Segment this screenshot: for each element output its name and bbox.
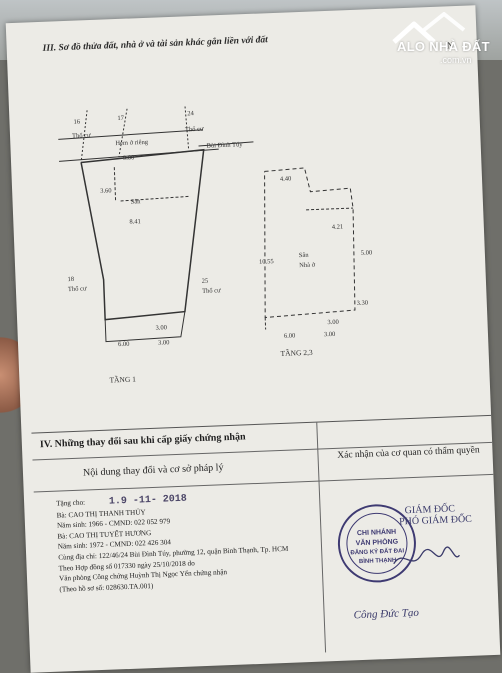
- dim-6-b: 6.00: [284, 332, 296, 339]
- area2-label-san: Sân: [299, 252, 309, 259]
- lot-25-label: 25: [202, 278, 209, 285]
- dim-6-a: 6.00: [118, 341, 130, 348]
- column-divider: [316, 423, 326, 653]
- floor-1-label: TẦNG 1: [109, 375, 136, 385]
- floor-2-3-label: TẦNG 2,3: [280, 348, 312, 358]
- floor1-outline: [81, 150, 210, 321]
- dim-3-b: 3.00: [158, 339, 170, 346]
- land-use-label-1: Thổ cư: [72, 132, 91, 140]
- change-content: Tặng cho: 1.9 -11- 2018 Bà: CAO THỊ THAN…: [56, 489, 320, 595]
- inner-line-2: [114, 167, 115, 201]
- alley-label: Hẻm ở riêng: [115, 139, 148, 147]
- section-3-title: III. Sơ đồ thửa đất, nhà ở và tài sản kh…: [43, 35, 268, 54]
- land-plot-diagram: [57, 97, 447, 371]
- dim-3-30: 3.30: [357, 300, 369, 307]
- dim-10-55: 10.55: [259, 258, 274, 266]
- column-1-header: Nội dung thay đổi và cơ sở pháp lý: [83, 462, 224, 478]
- section-4-title: IV. Những thay đổi sau khi cấp giấy chứn…: [40, 431, 246, 450]
- lot-18-label: 18: [67, 276, 74, 283]
- area2-label: Nhà ở: [299, 262, 315, 270]
- floor2-outline: [260, 166, 358, 317]
- signer-name: Công Đức Tạo: [353, 607, 419, 621]
- watermark-domain: .com.vn: [440, 55, 472, 65]
- land-use-label-4: Thổ cư: [202, 287, 221, 295]
- dim-9: 9.00: [123, 154, 135, 161]
- lot-16-label: 16: [73, 118, 80, 125]
- lot-24-label: 24: [187, 110, 194, 117]
- dim-3-a: 3.00: [155, 324, 167, 331]
- dim-3-60: 3.60: [100, 187, 112, 194]
- signature-scribble: [391, 541, 462, 574]
- road-label: Bùi Đình Túy: [206, 141, 242, 149]
- signature-title-2: PHÓ GIÁM ĐỐC: [399, 514, 472, 528]
- dim-4-40: 4.40: [280, 175, 292, 182]
- floor2-inner: [306, 208, 353, 210]
- lot-17-label: 17: [117, 115, 124, 122]
- dim-3-c: 3.00: [327, 319, 339, 326]
- area-label: Sân: [131, 198, 141, 205]
- watermark-brand: ALO NHÀ ĐẤT: [397, 39, 490, 54]
- dim-5-00: 5.00: [361, 249, 373, 256]
- dim-4-21: 4.21: [332, 223, 344, 230]
- section-4-table: IV. Những thay đổi sau khi cấp giấy chứn…: [31, 415, 500, 663]
- dim-8-41: 8.41: [129, 218, 141, 225]
- seal-line-1: CHI NHÁNH: [357, 527, 397, 538]
- land-use-label-2: Thổ cư: [185, 126, 204, 134]
- land-use-label-3: Thổ cư: [68, 285, 87, 293]
- document-page: III. Sơ đồ thửa đất, nhà ở và tài sản kh…: [6, 5, 501, 673]
- gift-label: Tặng cho:: [56, 499, 85, 508]
- signature-titles: GIÁM ĐỐC PHÓ GIÁM ĐỐC: [404, 503, 472, 528]
- date-stamp: 1.9 -11- 2018: [109, 494, 187, 508]
- dim-3-d: 3.00: [324, 331, 336, 338]
